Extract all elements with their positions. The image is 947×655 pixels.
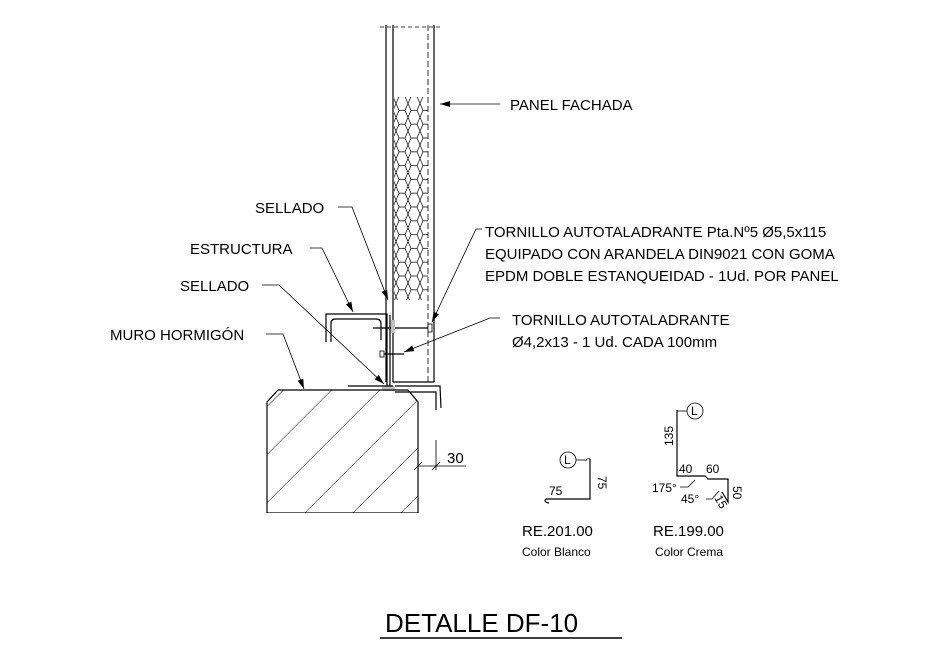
profile-re199-dim-50: 50 bbox=[730, 486, 744, 500]
label-muro-hormigon: MURO HORMIGÓN bbox=[110, 327, 244, 344]
label-tornillo1-line3: EPDM DOBLE ESTANQUEIDAD - 1Ud. POR PANEL bbox=[485, 268, 839, 285]
profile-re201: L 75 75 RE.201.00 Color Blanco bbox=[522, 451, 609, 559]
label-tornillo1-line2: EQUIPADO CON ARANDELA DIN9021 CON GOMA bbox=[485, 246, 835, 263]
label-tornillo2-line1: TORNILLO AUTOTALADRANTE bbox=[512, 312, 730, 329]
drawing-title: DETALLE DF-10 bbox=[385, 608, 578, 638]
concrete-wall bbox=[263, 389, 423, 533]
label-sellado-top: SELLADO bbox=[255, 200, 324, 217]
profile-re199-dim-60: 60 bbox=[706, 462, 720, 476]
profile-re201-marker: L bbox=[564, 453, 571, 467]
structure-channel bbox=[325, 313, 433, 386]
panel-insulation-core bbox=[394, 97, 428, 300]
profile-re201-color: Color Blanco bbox=[522, 545, 591, 559]
profile-re199-angle-175: 175° bbox=[652, 481, 677, 495]
label-sellado-bottom: SELLADO bbox=[180, 278, 249, 295]
dimension-30-label: 30 bbox=[447, 450, 464, 467]
profile-re199-dim-40: 40 bbox=[679, 462, 693, 476]
profile-re199-code: RE.199.00 bbox=[653, 523, 724, 540]
facade-panel bbox=[380, 25, 440, 383]
label-tornillo2-line2: Ø4,2x13 - 1 Ud. CADA 100mm bbox=[512, 334, 717, 351]
profile-re201-dim-horizontal: 75 bbox=[549, 484, 563, 498]
dimension-30: 30 bbox=[413, 440, 466, 471]
profile-re199-dim-135: 135 bbox=[662, 426, 676, 446]
profile-re199-color: Color Crema bbox=[655, 545, 723, 559]
profile-re199-angle-45: 45° bbox=[681, 492, 699, 506]
sealant-top bbox=[391, 320, 395, 333]
profile-re199: L 135 40 60 50 15 175° 45° RE.199.00 Col… bbox=[652, 402, 744, 559]
leaders bbox=[262, 101, 500, 390]
label-tornillo1-line1: TORNILLO AUTOTALADRANTE Pta.Nº5 Ø5,5x115 bbox=[485, 224, 826, 241]
label-estructura: ESTRUCTURA bbox=[190, 241, 293, 258]
flashing bbox=[348, 385, 442, 409]
profile-re201-dim-vertical: 75 bbox=[595, 476, 609, 490]
profile-re201-code: RE.201.00 bbox=[522, 523, 593, 540]
label-panel-fachada: PANEL FACHADA bbox=[510, 97, 633, 114]
profile-re199-dim-15: 15 bbox=[711, 493, 730, 512]
profile-re199-marker: L bbox=[691, 404, 698, 418]
